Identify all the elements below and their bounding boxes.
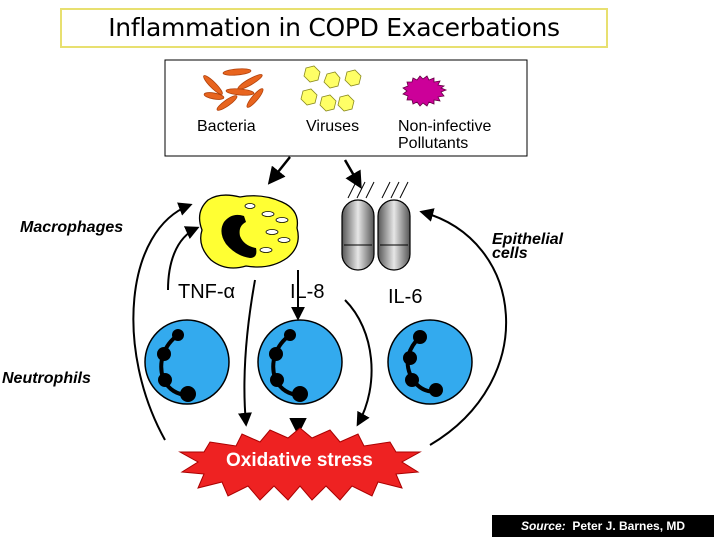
- pollutants-label-line1: Non-infective: [398, 118, 492, 135]
- neutrophil-3-icon: [387, 319, 473, 405]
- title-box: Inflammation in COPD Exacerbations: [60, 8, 608, 48]
- neutrophils-label: Neutrophils: [2, 370, 91, 387]
- virus-icon: [300, 65, 362, 112]
- pollutants-label-line2: Pollutants: [398, 135, 469, 152]
- page-title: Inflammation in COPD Exacerbations: [108, 13, 560, 42]
- bacteria-icon: [203, 68, 264, 111]
- neutrophil-2-icon: [257, 319, 343, 405]
- oxidative-stress-burst: [178, 427, 422, 501]
- macrophages-label: Macrophages: [20, 219, 124, 236]
- arrow-right-outer: [419, 208, 507, 446]
- epithelial-label-line2: cells: [492, 245, 528, 262]
- il6-label: IL-6: [388, 286, 423, 308]
- arrow-il6: [344, 299, 373, 427]
- arrow-to-macrophage: [267, 156, 291, 185]
- pollutants-label: Non-infective Pollutants: [398, 118, 491, 152]
- source-prefix: Source:: [520, 519, 566, 533]
- arrow-tnf: [238, 279, 256, 427]
- alpha-symbol: α: [223, 281, 236, 303]
- cilia: [347, 181, 409, 199]
- tnf-alpha-label: TNF-α: [178, 281, 235, 304]
- bacteria-label: Bacteria: [197, 118, 256, 135]
- tnf-prefix: TNF-: [178, 281, 224, 303]
- viruses-label: Viruses: [306, 118, 360, 135]
- macrophage-icon: [198, 194, 299, 269]
- arrow-to-epithelial: [343, 159, 362, 190]
- oxidative-stress-label: Oxidative stress: [226, 450, 373, 471]
- source-credit: Source: Peter J. Barnes, MD: [492, 515, 714, 537]
- epithelial-label: Epithelial cells: [492, 231, 564, 262]
- neutrophil-1-icon: [144, 319, 230, 405]
- pollutant-icon: [402, 75, 448, 107]
- il8-label: IL-8: [290, 281, 325, 303]
- arrow-left-inner: [167, 226, 200, 291]
- epithelial-cells-icon: [341, 199, 411, 271]
- source-author: Peter J. Barnes, MD: [572, 519, 686, 533]
- arrow-left-outer: [132, 202, 193, 441]
- epithelial-label-line1: Epithelial: [492, 231, 564, 248]
